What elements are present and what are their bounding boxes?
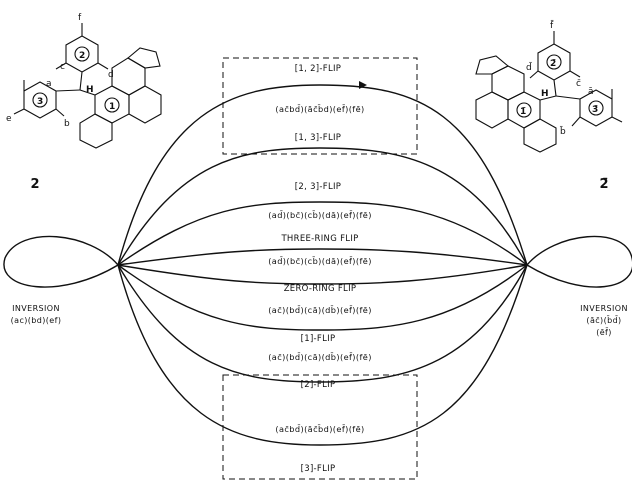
path-label-1-2-flip: [1, 2]-FLIP [294,64,342,74]
svg-text:d: d [108,70,114,80]
svg-text:f: f [78,13,82,23]
svg-text:1̄: 1̄ [520,107,526,117]
svg-text:d̄: d̄ [526,61,533,73]
edge-1-2-flip [117,84,528,266]
svg-text:ā: ā [588,87,594,97]
path-perm-three-ring-flip: (ad̄)(bc̄)(cb̄)(dā)(ef̄)(fē) [268,256,372,266]
path-label-1-3-flip: [1, 3]-FLIP [294,133,342,143]
compound-label-left: 2 [30,177,40,192]
compound-label-right: 2̄ [599,177,609,192]
svg-text:H: H [541,89,549,99]
svg-text:a: a [46,79,52,89]
path-perm-1-2-flip: (ac̄bd̄)(āc̄b̄d)(ef̄)(fē) [275,104,365,114]
svg-text:2: 2 [79,51,85,61]
svg-text:c: c [60,62,65,72]
edge-3-flip [117,264,528,446]
svg-text:b: b [64,119,70,129]
svg-text:1: 1 [109,102,115,112]
path-perm-zero-ring-flip: (ac̄)(bd̄)(cā)(db̄)(ef̄)(fē) [268,305,372,315]
edge-1-flip [117,264,528,331]
molecule-right-labels: f̄ d̄ c̄ ā b̄ H 2̄ 3̄ 1̄ [520,19,598,137]
inversion-left-label: INVERSION [12,304,60,313]
inversion-loop-left [3,235,119,288]
path-label-3-flip: [3]-FLIP [300,464,336,474]
edge-three-ring-flip [117,248,528,266]
edge-1-3-flip [117,147,528,266]
path-perm-1-flip: (ac̄)(bd̄)(cā)(db̄)(ef̄)(fē) [268,352,372,362]
inversion-loop-right [526,235,632,288]
molecule-left-labels: f c d a b e H 2 3 1 [6,13,115,129]
svg-text:f̄: f̄ [550,19,554,31]
path-label-three-ring-flip: THREE-RING FLIP [281,234,359,244]
edge-2-3-flip [117,201,528,266]
inversion-right-label: INVERSION [580,304,628,313]
dashed-box-top [222,57,418,155]
inversion-right: INVERSION (āc̄)(b̄d̄)(ēf̄) [580,303,628,339]
svg-text:e: e [6,114,12,124]
svg-text:b̄: b̄ [559,125,566,137]
path-label-1-flip: [1]-FLIP [300,334,336,344]
edge-2-flip [117,264,528,383]
path-perm-2-flip: (ac̄bd̄)(āc̄b̄d)(ef̄)(fē) [275,424,365,434]
inversion-left: INVERSION (ac)(bd)(ef) [11,303,62,327]
svg-text:c̄: c̄ [576,79,581,89]
molecule-right [475,31,623,153]
edge-zero-ring-flip [117,264,528,285]
path-label-2-3-flip: [2, 3]-FLIP [294,182,342,192]
svg-text:3̄: 3̄ [592,105,598,115]
svg-text:3: 3 [37,97,43,107]
path-label-zero-ring-flip: ZERO-RING FLIP [283,284,357,294]
path-perm-2-3-flip: (ad̄)(bc̄)(cb̄)(dā)(ef̄)(fē) [268,210,372,220]
inversion-left-perm: (ac)(bd)(ef) [10,316,62,325]
svg-text:H: H [86,85,94,95]
molecule-left [13,23,162,149]
inversion-right-perm: (āc̄)(b̄d̄)(ēf̄) [586,316,622,337]
svg-text:2̄: 2̄ [550,59,556,69]
path-label-2-flip: [2]-FLIP [300,380,336,390]
direction-arrow [359,81,367,89]
